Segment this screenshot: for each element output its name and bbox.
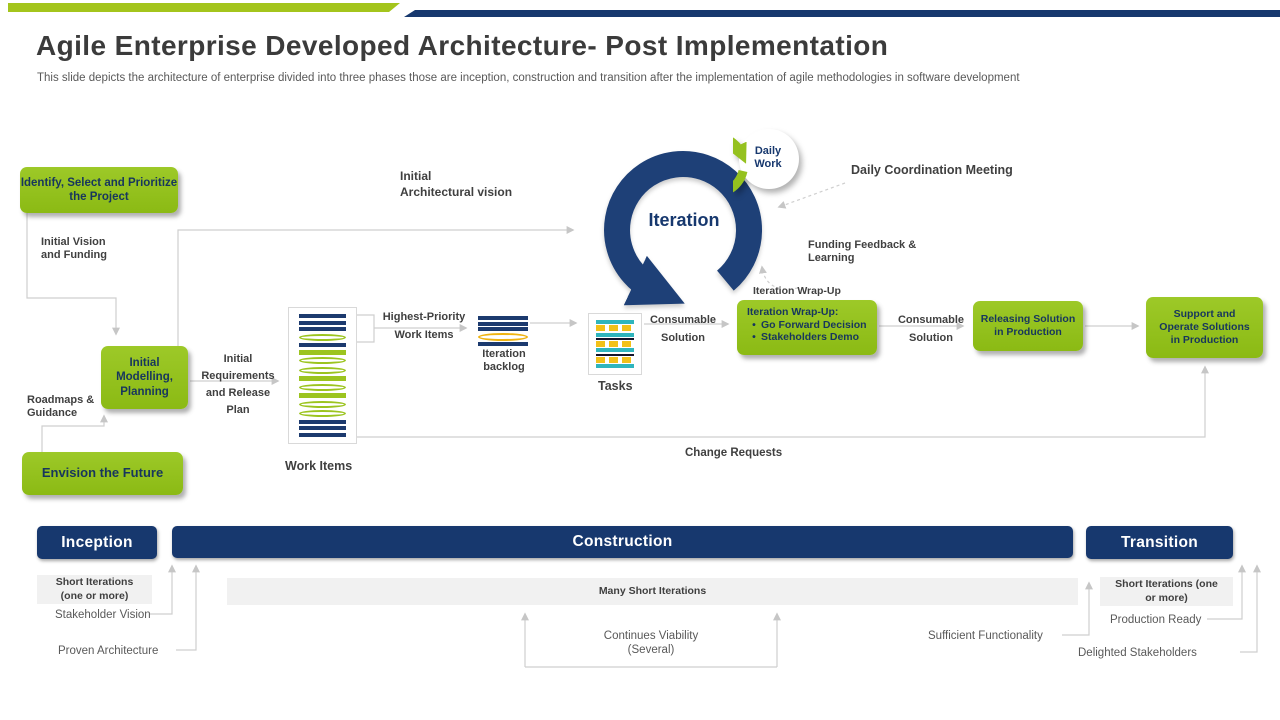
production-ready-label: Production Ready xyxy=(1110,614,1202,626)
inception-iterations-box: Short Iterations (one or more) xyxy=(37,575,152,604)
funding-feedback-label: Funding Feedback & Learning xyxy=(808,239,917,265)
wrapup-item-text: Stakeholders Demo xyxy=(761,331,860,344)
change-requests-label: Change Requests xyxy=(685,447,783,459)
work-items-label: Work Items xyxy=(285,459,353,473)
iteration-cycle-icon xyxy=(604,151,762,306)
iteration-wrapup-caption: Iteration Wrap-Up xyxy=(753,285,841,297)
icon-row-green xyxy=(299,349,346,355)
icon-row-oval xyxy=(299,357,346,365)
construction-iterations-box: Many Short Iterations xyxy=(227,578,1078,605)
icon-row-teal xyxy=(596,320,634,324)
icon-row-oval xyxy=(299,400,346,408)
icon-row-squares xyxy=(596,341,634,347)
highest-priority-label: Highest-Priority Work Items xyxy=(382,311,466,342)
icon-row-line xyxy=(596,353,634,356)
icon-row-navy xyxy=(299,426,346,431)
wrapup-item: • Go Forward Decision xyxy=(747,318,867,332)
phase-bar-construction: Construction xyxy=(172,526,1073,558)
proven-architecture-label: Proven Architecture xyxy=(58,645,159,657)
page-title: Agile Enterprise Developed Architecture-… xyxy=(36,30,889,61)
icon-row-ovaly xyxy=(478,332,528,341)
iteration-backlog-icon xyxy=(478,316,528,346)
daily-coordination-meeting-label: Daily Coordination Meeting xyxy=(851,163,1013,177)
consumable-solution-label-1: Consumable Solution xyxy=(649,314,716,345)
iteration-wrapup-box: Iteration Wrap-Up: • Go Forward Decision… xyxy=(737,300,877,355)
work-items-icon xyxy=(288,307,357,444)
icon-row-oval xyxy=(299,333,346,341)
consumable-solution-label-2: Consumable Solution xyxy=(897,314,964,345)
daily-work-cycle-icon xyxy=(733,129,799,193)
delighted-stakeholders-label: Delighted Stakeholders xyxy=(1078,647,1197,659)
roadmaps-guidance-label: Roadmaps & Guidance xyxy=(27,394,95,420)
icon-row-oval xyxy=(299,366,346,374)
icon-row-teal xyxy=(596,332,634,337)
wrapup-item: • Stakeholders Demo xyxy=(747,331,859,344)
daily-work-label: Daily Work xyxy=(754,145,782,170)
header-accent-navy-bar xyxy=(404,10,1280,17)
tasks-icon xyxy=(588,313,642,375)
icon-row-navy xyxy=(478,327,528,331)
iteration-wrapup-title: Iteration Wrap-Up: xyxy=(747,306,839,318)
transition-iterations-box: Short Iterations (one or more) xyxy=(1100,577,1233,606)
iteration-backlog-label: Iteration backlog xyxy=(482,348,526,374)
sufficient-functionality-label: Sufficient Functionality xyxy=(928,630,1043,642)
icon-row-navy xyxy=(299,314,346,318)
icon-row-green xyxy=(299,393,346,399)
icon-row-squares xyxy=(596,356,634,363)
header-accent-green-bar xyxy=(8,3,400,12)
icon-row-green xyxy=(299,376,346,382)
wrapup-item-text: Go Forward Decision xyxy=(761,318,867,331)
icon-row-navy xyxy=(478,342,528,346)
phase-bar-inception: Inception xyxy=(37,526,157,559)
icon-row-navy xyxy=(478,321,528,326)
icon-row-squares xyxy=(596,325,634,332)
icon-row-teal xyxy=(596,348,634,353)
icon-row-navy xyxy=(299,327,346,332)
page-subtitle: This slide depicts the architecture of e… xyxy=(37,72,1020,84)
icon-row-line xyxy=(596,337,634,340)
icon-row-teal xyxy=(596,364,634,368)
releasing-solution-box: Releasing Solution in Production xyxy=(973,301,1083,351)
phase-bar-transition: Transition xyxy=(1086,526,1233,559)
icon-row-navy xyxy=(299,419,346,424)
bullet-icon: • xyxy=(752,318,756,331)
continues-viability-label: Continues Viability (Several) xyxy=(603,630,699,656)
stakeholder-vision-label: Stakeholder Vision xyxy=(55,609,151,621)
initial-architectural-vision-label: Initial Architectural vision xyxy=(400,169,513,200)
bullet-icon: • xyxy=(752,331,756,344)
icon-row-navy xyxy=(299,343,346,348)
identify-select-box: Identify, Select and Prioritize the Proj… xyxy=(20,167,178,213)
initial-vision-funding-label: Initial Vision and Funding xyxy=(41,236,107,262)
iteration-label: Iteration xyxy=(648,210,720,230)
initial-requirements-label: Initial Requirements and Release Plan xyxy=(201,353,275,417)
support-operate-box: Support and Operate Solutions in Product… xyxy=(1146,297,1263,358)
envision-future-box: Envision the Future xyxy=(22,452,183,495)
initial-modelling-box: Initial Modelling, Planning xyxy=(101,346,188,409)
icon-row-navy xyxy=(299,432,346,437)
icon-row-navy xyxy=(299,320,346,325)
tasks-label: Tasks xyxy=(598,379,633,393)
icon-row-oval xyxy=(299,383,346,391)
icon-row-oval xyxy=(299,410,346,418)
icon-row-navy xyxy=(478,316,528,320)
